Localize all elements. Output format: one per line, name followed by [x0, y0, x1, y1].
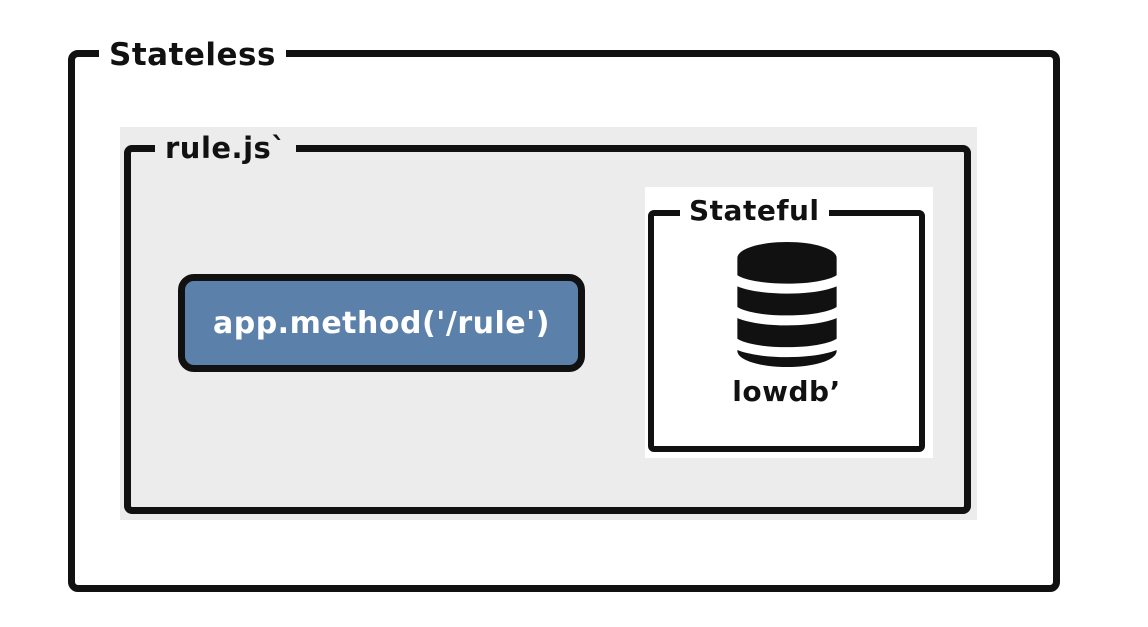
- database-icon: [726, 241, 847, 368]
- app-method-label: app.method('/rule'): [212, 305, 550, 341]
- app-method-node: app.method('/rule'): [178, 274, 585, 372]
- stateless-box: Stateless rule.js` app.method('/rule') S…: [68, 36, 1060, 592]
- stateless-label: Stateless: [99, 36, 286, 74]
- rulejs-panel: rule.js` app.method('/rule') Stateful: [120, 127, 977, 520]
- stateful-label: Stateful: [680, 194, 829, 228]
- rulejs-label: rule.js`: [155, 130, 297, 166]
- rulejs-box: rule.js` app.method('/rule') Stateful: [124, 130, 971, 514]
- lowdb-label: lowdb’: [732, 375, 841, 408]
- stateful-box: Stateful lowdb’: [648, 194, 925, 452]
- stateful-panel: Stateful lowdb’: [645, 187, 933, 458]
